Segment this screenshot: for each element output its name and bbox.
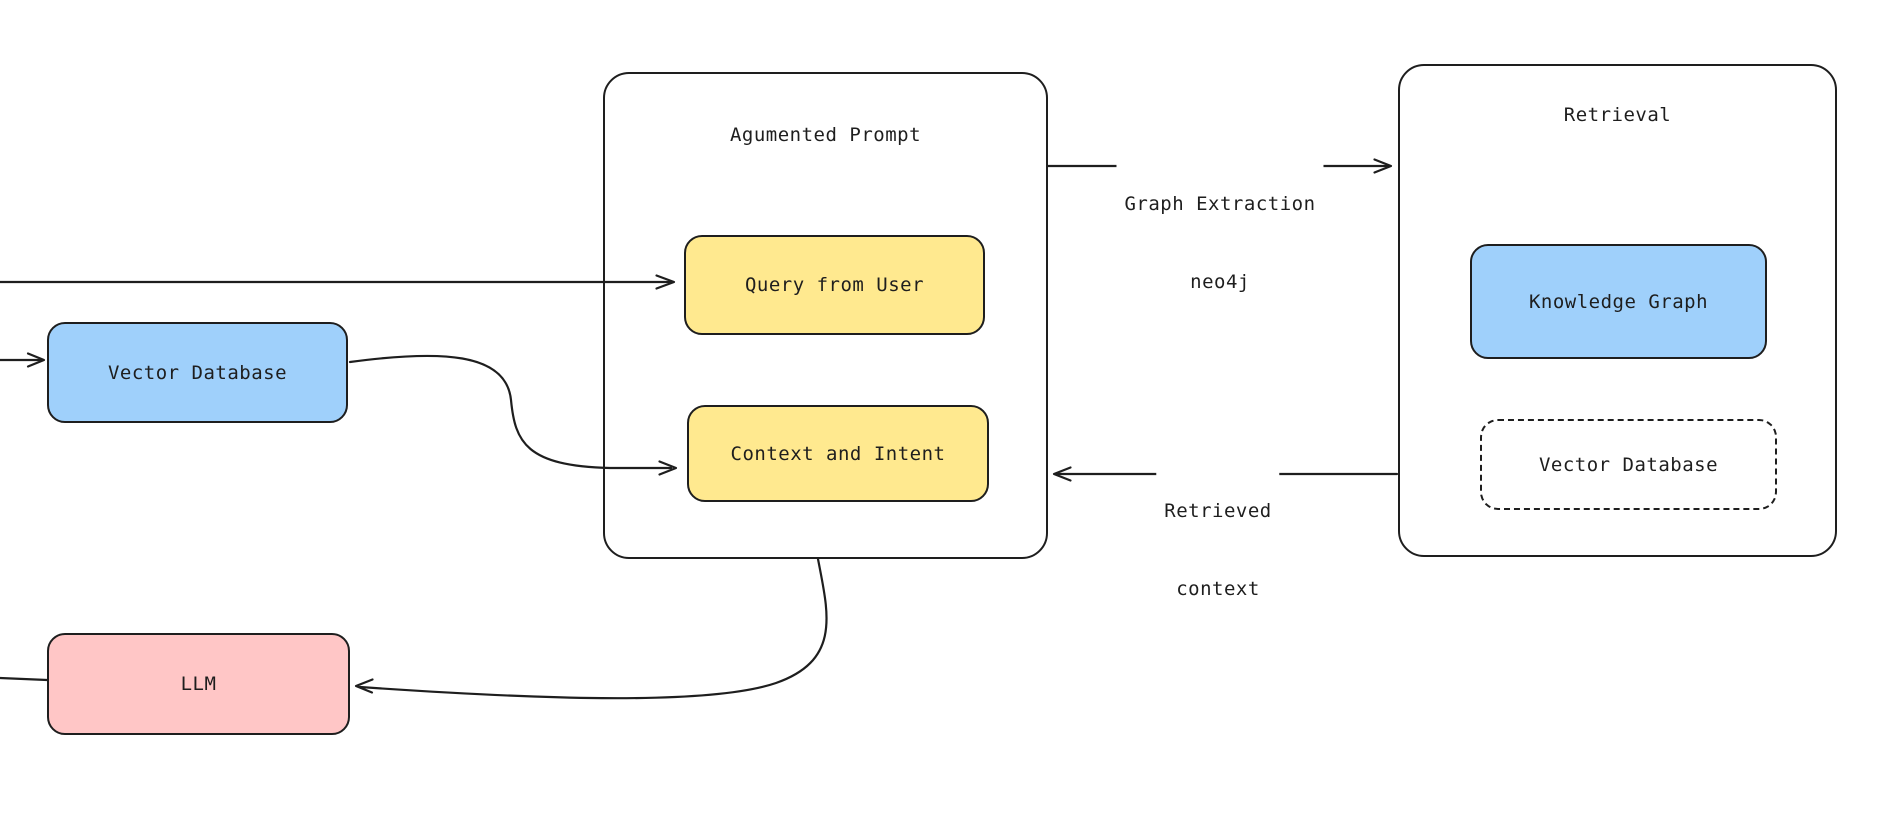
container-retrieval[interactable]: Retrieval Knowledge Graph Vector Databas… — [1398, 64, 1837, 557]
node-vector-database-dashed[interactable]: Vector Database — [1480, 419, 1777, 510]
arrow-to-query-from-user[interactable] — [0, 274, 676, 290]
node-label: Knowledge Graph — [1528, 290, 1709, 313]
node-label: Vector Database — [1538, 453, 1719, 476]
node-llm[interactable]: LLM — [47, 633, 350, 735]
container-augmented-prompt[interactable]: Agumented Prompt Query from User Context… — [603, 72, 1048, 559]
edge-label-line: Graph Extraction — [1124, 193, 1316, 215]
edge-label-graph-extraction[interactable]: Graph Extraction neo4j — [1116, 139, 1324, 347]
node-query-from-user[interactable]: Query from User — [684, 235, 985, 335]
line-llm-out-left[interactable] — [0, 676, 49, 682]
node-context-and-intent[interactable]: Context and Intent — [687, 405, 989, 502]
node-vector-database[interactable]: Vector Database — [47, 322, 348, 423]
edge-label-line: neo4j — [1190, 271, 1250, 293]
container-title: Retrieval — [1563, 104, 1672, 126]
container-title: Agumented Prompt — [729, 124, 922, 146]
node-label: Vector Database — [107, 361, 288, 384]
edge-label-line: context — [1176, 578, 1260, 600]
node-label: LLM — [180, 673, 217, 695]
node-label: Context and Intent — [730, 442, 946, 465]
node-label: Query from User — [744, 274, 925, 296]
edge-label-retrieved-context[interactable]: Retrieved context — [1156, 446, 1280, 654]
edge-label-line: Retrieved — [1164, 500, 1272, 522]
arrow-vector-database-to-context[interactable] — [348, 354, 678, 476]
arrow-prompt-to-llm[interactable] — [354, 557, 828, 700]
arrow-to-vector-database[interactable] — [0, 352, 46, 368]
node-knowledge-graph[interactable]: Knowledge Graph — [1470, 244, 1767, 359]
